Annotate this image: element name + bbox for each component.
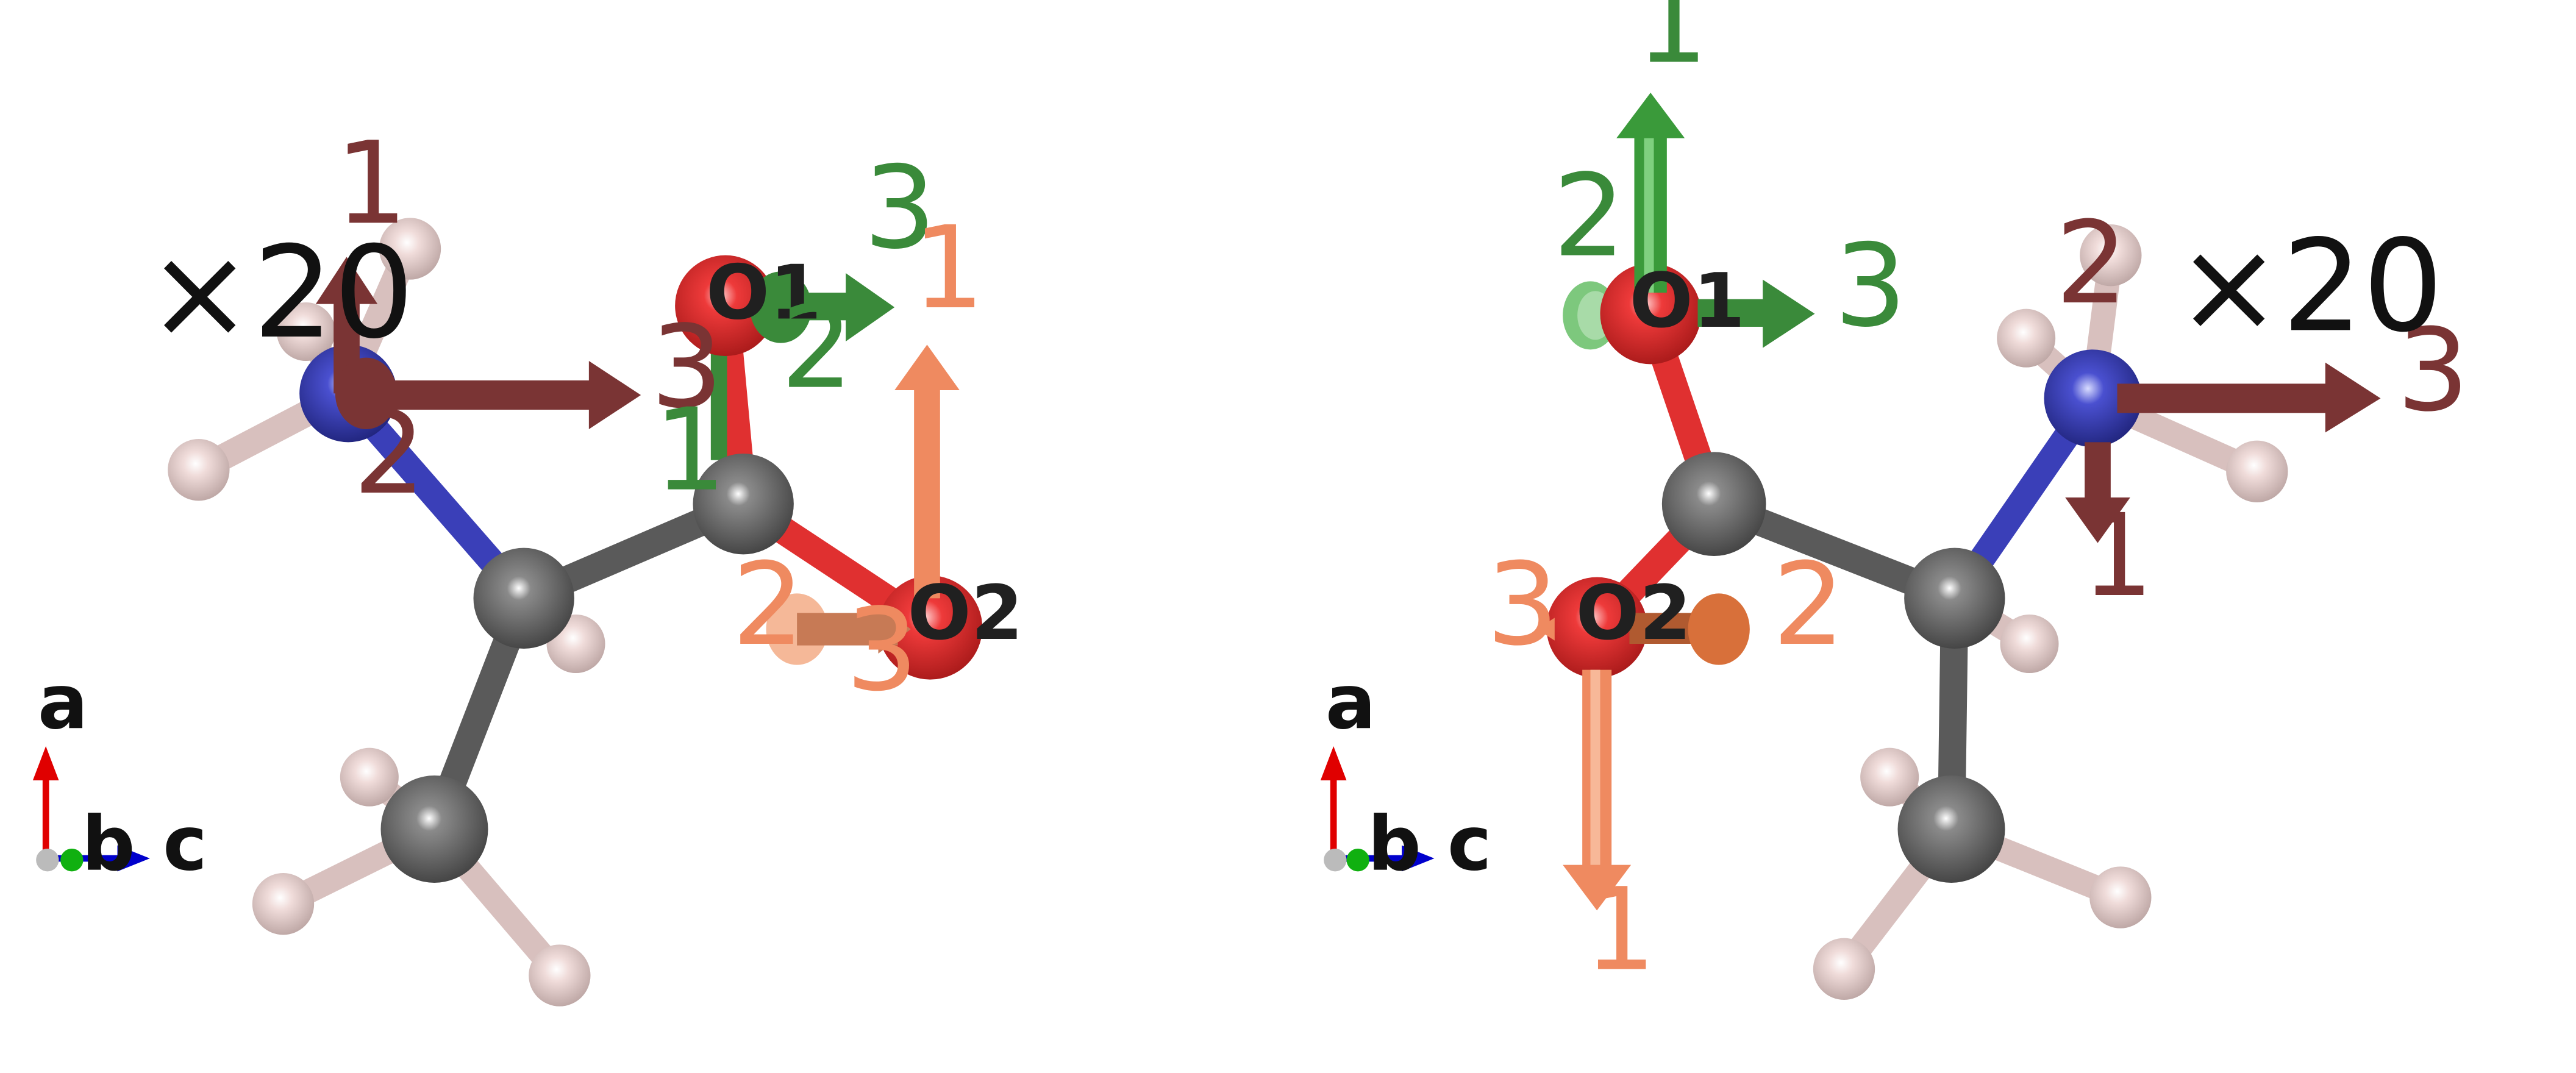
n-arrow-3 [2117, 383, 2332, 413]
o1-arrow-3-head [846, 273, 895, 341]
right-o1-arrows [1616, 93, 1815, 348]
axis-a-head [32, 746, 59, 780]
axis-a-label: a [1325, 659, 1376, 746]
hydrogen-atom [529, 944, 591, 1007]
n-arrow-3-label: 3 [2397, 305, 2469, 437]
axis-b-label: b [1368, 800, 1421, 888]
right-molecule: O1 O2 1 2 3 1 2 3 1 2 3 ×20 a b c [1320, 0, 2469, 1000]
o2-arrow-3-head [878, 605, 911, 654]
axis-c-label: c [1447, 800, 1492, 888]
oxygen-atom-o1 [675, 255, 776, 356]
axis-c-head [1402, 845, 1435, 872]
left-o2-arrows [766, 344, 960, 665]
axis-c-head [117, 845, 150, 872]
n-arrow-3-head [2325, 362, 2381, 433]
o2-arrow-1-highlight [1590, 669, 1600, 872]
atom-label-o2: O2 [908, 569, 1024, 657]
hydrogen-atom [2089, 866, 2152, 929]
carbon-atom [473, 547, 574, 649]
right-o2-arrows [1536, 593, 1750, 911]
o1-arrow-1 [710, 349, 727, 460]
left-o1-arrows [749, 271, 895, 343]
o1-arrow-2-label: 2 [1553, 151, 1625, 283]
hydrogen-atom [276, 302, 335, 361]
hydrogen-atom [1997, 308, 2056, 368]
n-arrow-2-label: 2 [2055, 198, 2128, 330]
oxygen-atom-o1 [1600, 263, 1701, 365]
hydrogen-atom [379, 218, 441, 280]
oxygen-atom-o2 [1546, 577, 1647, 678]
n-arrow-1 [2085, 442, 2111, 504]
o2-arrow-2-disc [1688, 593, 1750, 665]
carbon-atom [1904, 547, 2005, 649]
o2-arrow-2-label: 2 [732, 539, 805, 671]
o2-arrow-3 [1536, 618, 1555, 641]
axis-b-label: b [82, 800, 135, 888]
hydrogen-atom [168, 439, 230, 501]
o2-arrow-3-label: 3 [1486, 539, 1559, 671]
n-arrow-2-label: 2 [353, 388, 426, 520]
oxygen-atom-o2 [878, 576, 983, 680]
hydrogen-atom [2080, 224, 2142, 287]
scale-factor-label: ×20 [147, 219, 415, 367]
atom-label-o1: O1 [706, 249, 822, 337]
o1-arrow-3-head [1763, 279, 1815, 348]
o1-arrow-3-label: 3 [864, 142, 937, 274]
o1-arrow-1-highlight [1644, 135, 1654, 293]
left-molecule: O1 O2 1 2 3 1 2 3 1 2 3 ×20 a b c [32, 118, 1024, 1007]
axis-b-dot [1346, 849, 1369, 872]
n-arrow-1-label: 1 [2082, 490, 2154, 622]
o1-arrow-1-head [1616, 93, 1685, 138]
n-arrow-3 [353, 380, 594, 410]
atom-label-o2: O2 [1576, 569, 1692, 657]
o2-arrow-2-label: 2 [1772, 539, 1845, 671]
o2-arrow-1-label: 1 [1584, 864, 1657, 996]
axis-origin [36, 849, 59, 872]
axis-a-label: a [38, 659, 88, 746]
o1-arrow-2-label: 2 [781, 282, 854, 415]
right-n-arrows [2065, 362, 2381, 543]
axis-c-label: c [163, 800, 207, 888]
scale-factor-label: ×20 [2176, 213, 2444, 360]
n-arrow-1-head [315, 257, 378, 304]
axis-a-head [1320, 746, 1347, 780]
o2-arrow-3-label: 3 [846, 585, 918, 717]
right-axis-indicator: a b c [1320, 659, 1492, 888]
hydrogen-atom [2000, 615, 2059, 673]
o2-arrow-1 [914, 383, 940, 599]
atom-label-o1: O1 [1630, 257, 1746, 344]
o1-arrow-2 [749, 271, 812, 343]
o2-arrow-1-head [894, 344, 960, 390]
o1-arrow-1-label: 1 [654, 385, 727, 517]
o2-arrow-1-label: 1 [913, 202, 985, 335]
o1-arrow-1-label: 1 [1636, 0, 1708, 89]
nitrogen-atom [2044, 349, 2142, 447]
axis-origin [1324, 849, 1347, 872]
n-arrow-3-label: 3 [651, 302, 723, 434]
hydrogen-atom [2226, 440, 2288, 502]
n-arrow-3-head [588, 361, 641, 429]
o1-arrow-3-label: 3 [1835, 220, 1907, 352]
carbon-atom [380, 775, 488, 883]
axis-b-dot [60, 849, 84, 872]
left-n-arrows [315, 257, 641, 429]
o2-arrow-1-head [1563, 864, 1632, 911]
carbon-atom [1897, 775, 2005, 883]
n-arrow-1-head [2065, 497, 2130, 543]
hydrogen-atom [340, 747, 399, 807]
left-axis-indicator: a b c [32, 659, 207, 888]
carbon-atom [1661, 452, 1766, 556]
carbon-atom [693, 454, 794, 555]
hydrogen-atom [1860, 747, 1919, 807]
o1-arrow-3 [1697, 299, 1769, 327]
hydrogen-atom [252, 873, 315, 935]
n-arrow-1-label: 1 [335, 118, 408, 250]
hydrogen-atom [1813, 938, 1875, 1000]
